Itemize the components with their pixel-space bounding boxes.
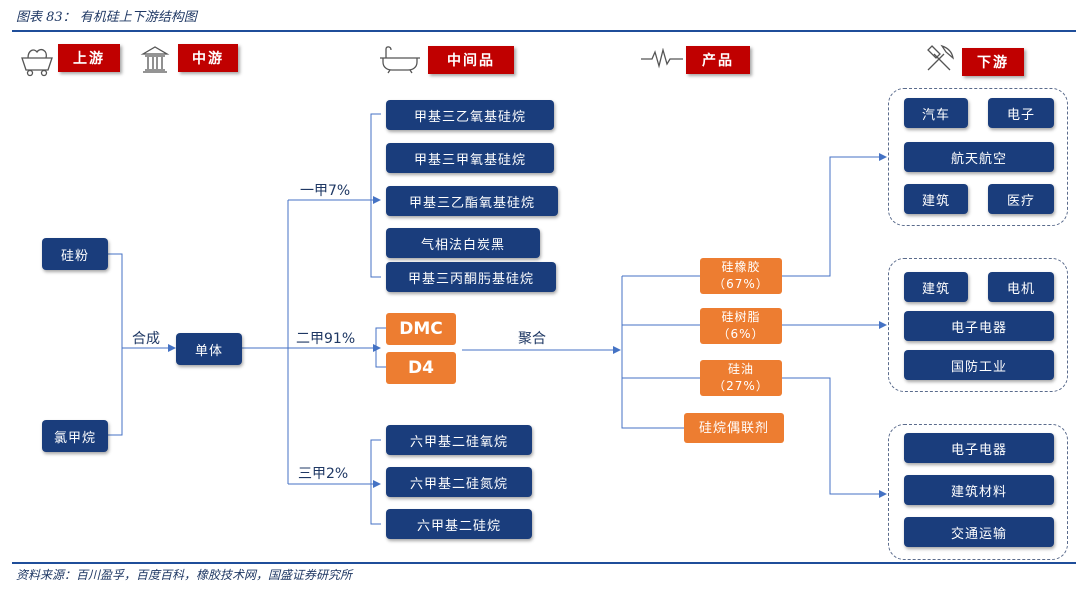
mono-product-box: 甲基三乙酯氧基硅烷 <box>386 186 558 216</box>
figure-caption: 图表 83： 有机硅上下游结构图 <box>16 10 197 25</box>
tri-product-box: 六甲基二硅氧烷 <box>386 425 532 455</box>
bathtub-icon <box>380 46 420 74</box>
product-share: （67%） <box>713 277 769 291</box>
di-product-dmc: DMC <box>386 313 456 345</box>
header-intermediate: 中间品 <box>428 46 514 74</box>
product-name: 硅油 <box>727 362 754 376</box>
downstream-group-2 <box>888 258 1068 392</box>
product-silane-coupling-agent: 硅烷偶联剂 <box>684 413 784 443</box>
downstream-item: 电子电器 <box>904 433 1054 463</box>
product-name: 硅树脂 <box>721 310 761 324</box>
product-name: 硅橡胶 <box>721 260 761 274</box>
product-silicone-rubber: 硅橡胶 （67%） <box>700 258 782 294</box>
factory-building-icon <box>140 46 170 73</box>
downstream-item: 建筑 <box>904 184 968 214</box>
branch-mono-label: 一甲7% <box>300 183 351 199</box>
source-note: 资料来源：百川盈孚，百度百科，橡胶技术网，国盛证券研究所 <box>16 568 353 582</box>
hammer-pick-icon <box>927 44 954 71</box>
downstream-item: 电子电器 <box>904 311 1054 341</box>
product-share: （6%） <box>717 327 765 341</box>
downstream-item: 医疗 <box>988 184 1054 214</box>
mono-product-box: 甲基三乙氧基硅烷 <box>386 100 554 130</box>
pulse-wave-icon <box>641 48 683 69</box>
branch-tri-label: 三甲2% <box>298 466 349 482</box>
header-midstream: 中游 <box>178 44 238 72</box>
downstream-item: 建筑材料 <box>904 475 1054 505</box>
mine-cart-icon <box>21 48 53 77</box>
header-upstream: 上游 <box>58 44 120 72</box>
polymerization-label: 聚合 <box>518 331 546 347</box>
bottom-rule <box>12 562 1076 564</box>
monomer-box: 单体 <box>176 333 242 365</box>
tri-product-box: 六甲基二硅烷 <box>386 509 532 539</box>
downstream-item: 电机 <box>988 272 1054 302</box>
downstream-group-3 <box>888 424 1068 560</box>
tri-product-box: 六甲基二硅氮烷 <box>386 467 532 497</box>
downstream-item: 航天航空 <box>904 142 1054 172</box>
mono-product-box: 气相法白炭黑 <box>386 228 540 258</box>
mono-product-box: 甲基三甲氧基硅烷 <box>386 143 554 173</box>
header-downstream: 下游 <box>962 48 1024 76</box>
downstream-group-1 <box>888 88 1068 226</box>
product-silicone-resin: 硅树脂 （6%） <box>700 308 782 344</box>
product-share: （27%） <box>713 379 769 393</box>
product-silicone-oil: 硅油 （27%） <box>700 360 782 396</box>
synthesis-label: 合成 <box>132 331 160 347</box>
downstream-item: 国防工业 <box>904 350 1054 380</box>
raw-chloromethane: 氯甲烷 <box>42 420 108 452</box>
downstream-item: 交通运输 <box>904 517 1054 547</box>
raw-silicon-powder: 硅粉 <box>42 238 108 270</box>
top-rule <box>12 30 1076 32</box>
downstream-item: 汽车 <box>904 98 968 128</box>
downstream-item: 建筑 <box>904 272 968 302</box>
branch-di-label: 二甲91% <box>296 331 356 347</box>
downstream-item: 电子 <box>988 98 1054 128</box>
di-product-d4: D4 <box>386 352 456 384</box>
header-products: 产品 <box>686 46 750 74</box>
mono-product-box: 甲基三丙酮肟基硅烷 <box>386 262 556 292</box>
